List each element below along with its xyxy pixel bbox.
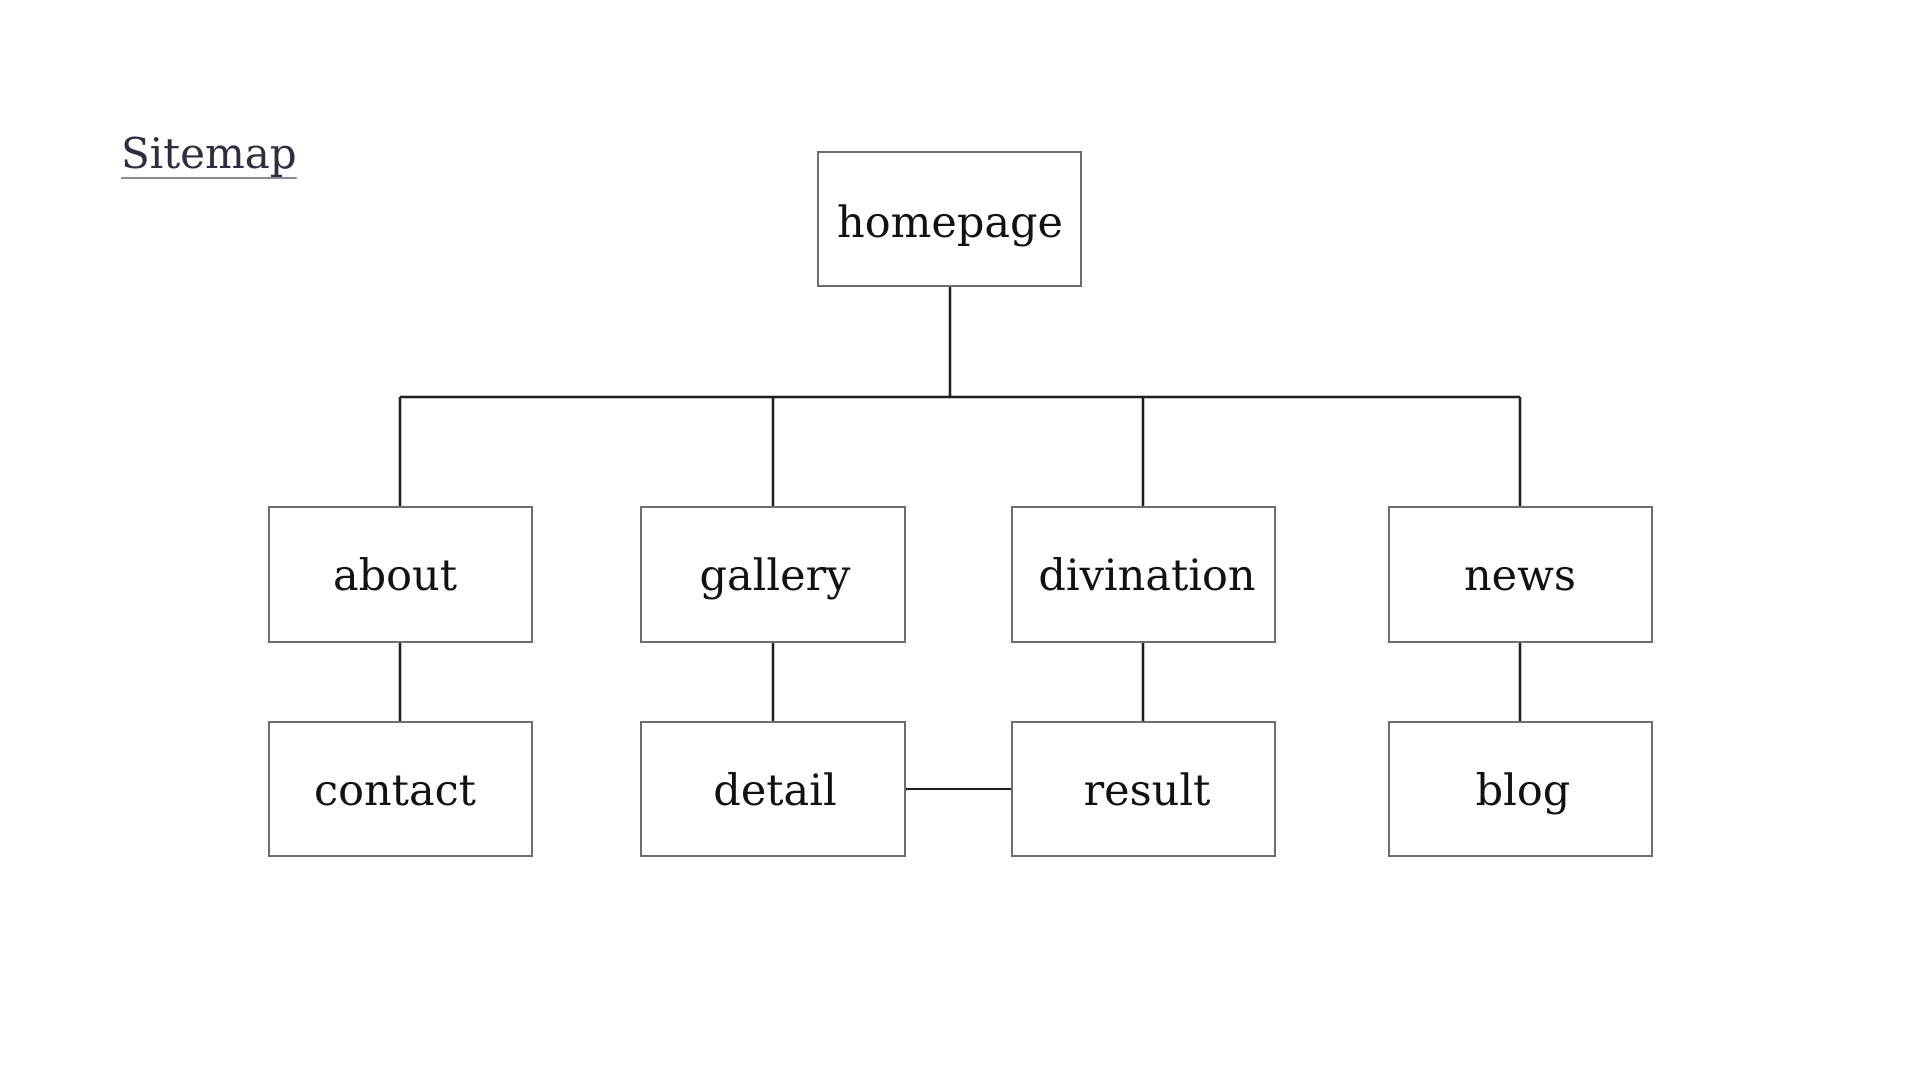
node-detail: detail (640, 721, 906, 857)
node-box (640, 506, 906, 643)
node-divination: divination (1011, 506, 1276, 643)
node-label: about (333, 551, 457, 601)
connectors (398, 286, 1522, 789)
node-result: result (1011, 721, 1276, 857)
node-box (1011, 506, 1276, 643)
node-label: detail (713, 766, 836, 816)
node-box (640, 721, 906, 857)
node-box (268, 721, 533, 857)
node-box (268, 506, 533, 643)
node-label: gallery (700, 551, 852, 601)
page-title: Sitemap (121, 129, 297, 178)
node-box (1011, 721, 1276, 857)
node-label: homepage (837, 198, 1063, 248)
node-about: about (268, 506, 533, 643)
node-homepage: homepage (817, 151, 1082, 287)
node-label: divination (1038, 551, 1255, 601)
node-label: contact (314, 766, 476, 816)
node-gallery: gallery (640, 506, 906, 643)
node-contact: contact (268, 721, 533, 857)
node-label: blog (1476, 766, 1571, 816)
node-box (1388, 506, 1653, 643)
node-label: news (1464, 551, 1576, 601)
node-blog: blog (1388, 721, 1653, 857)
node-box (1388, 721, 1653, 857)
node-box (817, 151, 1082, 287)
node-label: result (1084, 766, 1211, 816)
node-news: news (1388, 506, 1653, 643)
